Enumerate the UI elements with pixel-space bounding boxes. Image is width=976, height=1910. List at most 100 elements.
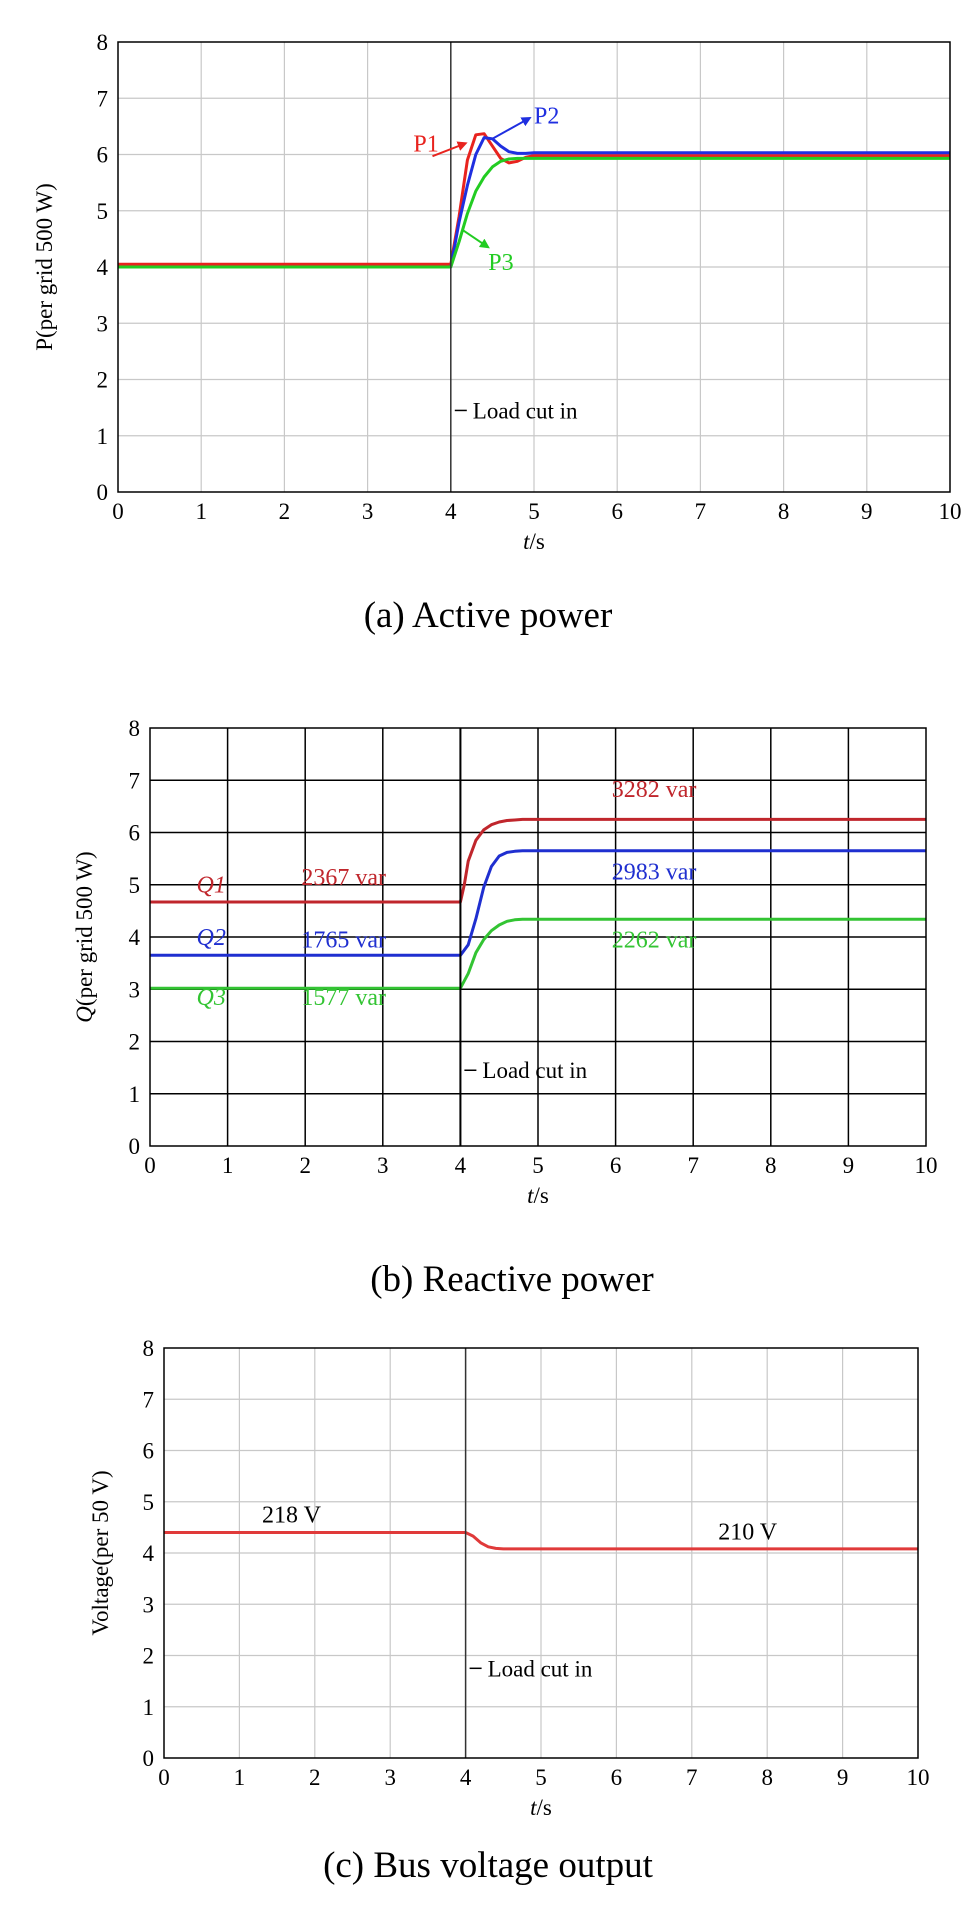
y-tick-label: 2 xyxy=(129,1030,141,1055)
x-tick-label: 3 xyxy=(362,499,374,524)
y-tick-label: 4 xyxy=(143,1541,155,1566)
arrow-p2 xyxy=(491,116,532,140)
x-tick-label: 0 xyxy=(158,1765,170,1790)
y-tick-label: 3 xyxy=(129,977,141,1002)
x-tick-label: 3 xyxy=(384,1765,396,1790)
load-event: Load cut in xyxy=(459,728,588,1146)
y-tick-label: 3 xyxy=(97,311,109,336)
value-label: 210 V xyxy=(718,1520,778,1546)
value-label: 2367 var xyxy=(301,865,386,891)
y-tick-label: 0 xyxy=(97,480,109,505)
series-lines xyxy=(118,132,950,269)
x-tick-label: 10 xyxy=(907,1765,930,1790)
x-tick-label: 5 xyxy=(532,1153,544,1178)
value-label: 3282 var xyxy=(612,777,697,803)
x-tick-label: 9 xyxy=(843,1153,855,1178)
series-line-voltage xyxy=(164,1531,918,1551)
y-tick-label: 4 xyxy=(129,925,141,950)
value-label: 1577 var xyxy=(301,985,386,1011)
y-tick-label: 1 xyxy=(97,424,109,449)
x-tick-label: 7 xyxy=(686,1765,698,1790)
x-tick-label: 2 xyxy=(299,1153,311,1178)
x-tick-label: 6 xyxy=(611,1765,623,1790)
grid-lines xyxy=(118,42,950,492)
x-tick-label: 1 xyxy=(222,1153,234,1178)
value-label: 2262 var xyxy=(612,927,697,953)
y-tick-label: 7 xyxy=(97,86,109,111)
load-event: Load cut in xyxy=(464,1348,593,1758)
grid-lines xyxy=(164,1348,918,1758)
series-line-q3 xyxy=(150,917,926,990)
grid-lines xyxy=(150,728,926,1146)
x-tick-label: 8 xyxy=(761,1765,773,1790)
arrow-p1 xyxy=(432,141,468,158)
value-label: Q3 xyxy=(197,985,226,1011)
load-cut-in-label: Load cut in xyxy=(488,1656,593,1681)
value-label: Q2 xyxy=(197,925,226,951)
arrow-p3 xyxy=(462,229,490,249)
plot-frame xyxy=(117,41,951,493)
load-cut-in-label: Load cut in xyxy=(473,398,578,423)
y-tick-label: 5 xyxy=(143,1490,155,1515)
value-label: Q1 xyxy=(197,873,226,899)
x-tick-label: 9 xyxy=(837,1765,849,1790)
series-line-q1 xyxy=(150,817,926,904)
label-p3: P3 xyxy=(488,250,513,276)
x-tick-label: 5 xyxy=(528,499,540,524)
y-tick-label: 8 xyxy=(129,716,141,741)
series-line-p3 xyxy=(118,156,950,269)
x-tick-label: 8 xyxy=(778,499,790,524)
x-tick-label: 3 xyxy=(377,1153,389,1178)
x-tick-label: 6 xyxy=(610,1153,622,1178)
y-axis-label: Voltage(per 50 V) xyxy=(88,1470,113,1635)
x-tick-label: 5 xyxy=(535,1765,547,1790)
y-axis-label: P(per grid 500 W) xyxy=(32,183,57,351)
plot-frame xyxy=(149,727,927,1147)
value-label: 1765 var xyxy=(301,927,386,953)
x-tick-label: 7 xyxy=(687,1153,699,1178)
series-lines xyxy=(164,1531,918,1551)
series-lines xyxy=(150,817,926,990)
y-tick-label: 2 xyxy=(143,1644,155,1669)
x-tick-label: 6 xyxy=(611,499,623,524)
x-axis-label: t/s xyxy=(527,1183,549,1208)
y-tick-label: 5 xyxy=(129,873,141,898)
y-tick-label: 8 xyxy=(97,30,109,55)
value-label: 218 V xyxy=(262,1502,322,1528)
y-axis-label: Q(per grid 500 W) xyxy=(72,851,97,1022)
value-label: 2983 var xyxy=(612,860,697,886)
y-tick-label: 2 xyxy=(97,368,109,393)
x-tick-label: 1 xyxy=(195,499,207,524)
panel-caption: (c) Bus voltage output xyxy=(323,1845,654,1886)
x-tick-label: 4 xyxy=(460,1765,472,1790)
y-tick-label: 4 xyxy=(97,255,109,280)
x-tick-label: 4 xyxy=(445,499,457,524)
x-tick-label: 10 xyxy=(915,1153,938,1178)
label-p2: P2 xyxy=(534,104,559,130)
x-tick-label: 8 xyxy=(765,1153,777,1178)
y-tick-label: 1 xyxy=(143,1695,155,1720)
y-tick-label: 1 xyxy=(129,1082,141,1107)
x-axis-label: t/s xyxy=(530,1795,552,1820)
x-tick-label: 2 xyxy=(279,499,291,524)
panel-caption: (a) Active power xyxy=(364,595,613,636)
x-tick-label: 4 xyxy=(455,1153,467,1178)
panel-caption: (b) Reactive power xyxy=(370,1259,654,1300)
load-cut-in-label: Load cut in xyxy=(482,1058,587,1083)
y-tick-label: 7 xyxy=(143,1387,155,1412)
y-tick-label: 0 xyxy=(129,1134,141,1159)
plot-frame xyxy=(163,1347,919,1759)
x-tick-label: 0 xyxy=(144,1153,156,1178)
y-tick-label: 8 xyxy=(143,1336,155,1361)
y-tick-label: 5 xyxy=(97,199,109,224)
x-tick-label: 1 xyxy=(234,1765,246,1790)
y-tick-label: 7 xyxy=(129,768,141,793)
